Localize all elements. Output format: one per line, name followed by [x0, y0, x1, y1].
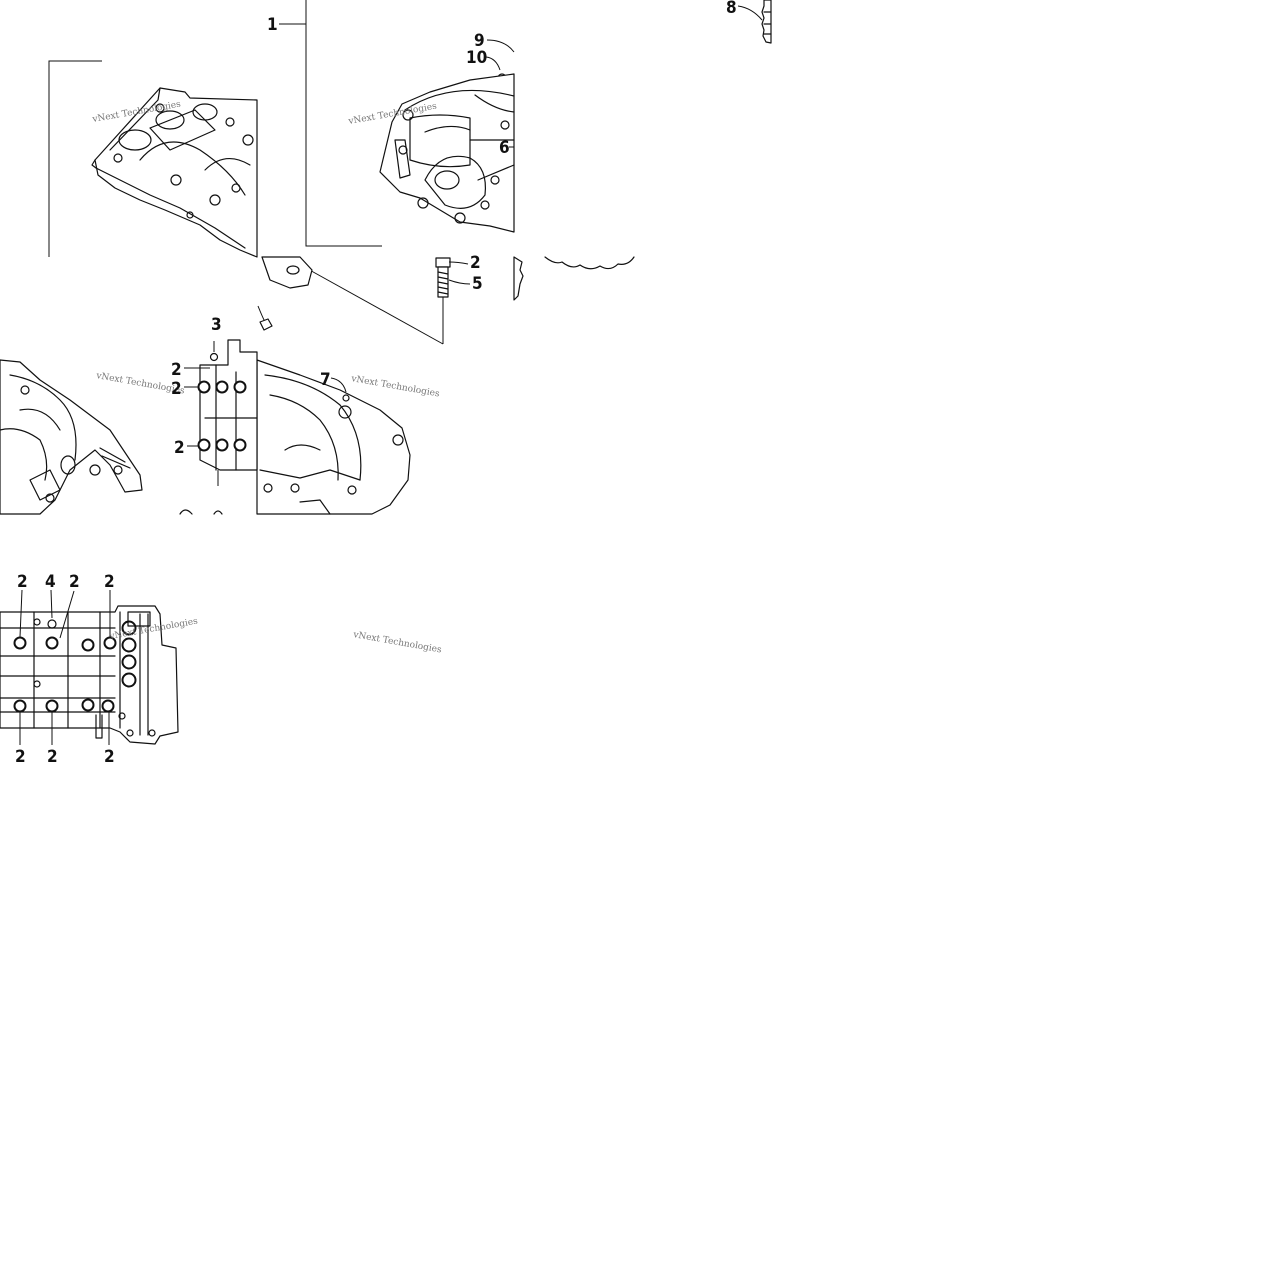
- bottom-crankcase-drawing: [0, 605, 179, 745]
- tile-bottom-crankcase: 2 4 2 2 2 2 2 vNext Technologies: [0, 572, 199, 767]
- callout-9: 9: [474, 31, 485, 51]
- bracket-line: [305, 0, 382, 247]
- tile-upper-crankcase-left: vNext Technologies: [48, 60, 258, 258]
- nut-part: [259, 318, 273, 331]
- callout-2: 2: [470, 253, 481, 273]
- callout-2: 2: [15, 747, 26, 767]
- fragment-part: [261, 256, 313, 289]
- tile-part-8: 8: [726, 0, 772, 44]
- callout-2: 2: [17, 572, 28, 592]
- leader-line: [737, 5, 763, 21]
- lower-crankcase-drawing: [0, 359, 143, 515]
- bracket-line: [48, 60, 102, 257]
- callout-8: 8: [726, 0, 737, 18]
- watermark: vNext Technologies: [351, 630, 442, 656]
- bolt-part-5: [435, 257, 451, 298]
- callout-6: 6: [499, 138, 510, 158]
- callout-4: 4: [45, 572, 56, 592]
- watermark: vNext Technologies: [349, 374, 440, 400]
- callout-5: 5: [472, 274, 483, 294]
- callout-2: 2: [47, 747, 58, 767]
- callout-2: 2: [104, 572, 115, 592]
- callout-1: 1: [267, 15, 278, 35]
- tile-crankcase-center: 1 9 10 6 vNext Technologies: [267, 0, 515, 247]
- fitting-part: [513, 256, 524, 301]
- callout-10: 10: [466, 48, 487, 68]
- leader-line: [257, 305, 266, 323]
- callout-2: 2: [69, 572, 80, 592]
- crankcase-drawing: [379, 73, 515, 233]
- tile-lower-crankcase-left: vNext Technologies: [0, 359, 186, 515]
- callout-2: 2: [174, 438, 185, 458]
- leader-line: [59, 590, 75, 639]
- callout-2: 2: [171, 379, 182, 399]
- gear-fragment: [544, 256, 635, 270]
- callout-3: 3: [211, 315, 222, 335]
- leader-line: [50, 589, 53, 619]
- leader-line: [485, 56, 501, 71]
- tile-right-fragments: [513, 256, 635, 301]
- callout-2: 2: [104, 747, 115, 767]
- end-plate-part: [179, 339, 258, 515]
- callout-7: 7: [320, 370, 331, 390]
- callout-2: 2: [171, 360, 182, 380]
- leader-line: [448, 279, 471, 285]
- leader-line: [330, 377, 347, 393]
- part-8-drawing: [761, 0, 772, 44]
- mating-crankcase-drawing: [256, 359, 411, 515]
- leader-line: [486, 39, 515, 53]
- upper-crankcase-drawing: [91, 87, 258, 258]
- leader-line: [19, 589, 23, 638]
- leader-line: [448, 261, 469, 265]
- assembly-line: [305, 267, 444, 345]
